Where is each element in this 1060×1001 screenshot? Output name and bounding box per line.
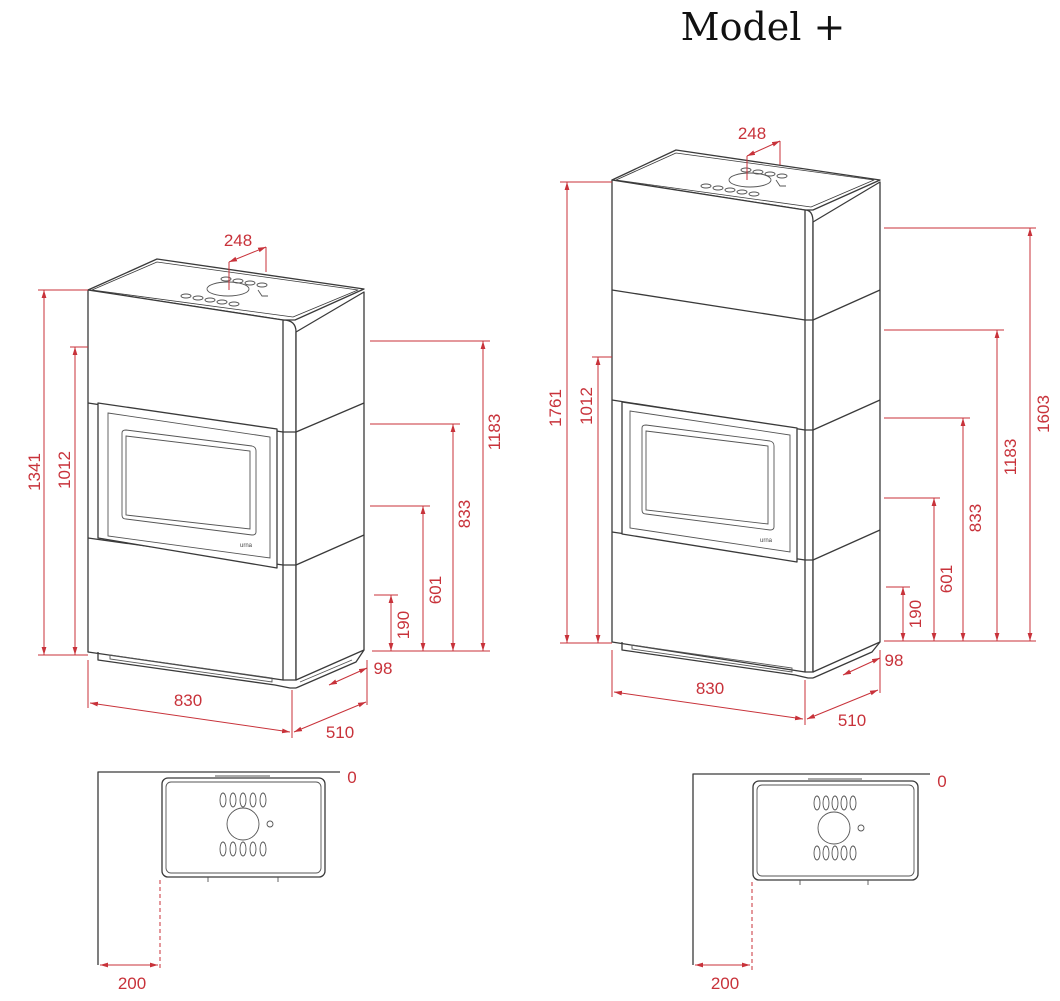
dim-side-height: 1012 [55, 451, 74, 489]
dim-height-833: 833 [455, 500, 474, 528]
dim-flue-offset: 248 [738, 124, 766, 143]
plus-dimensions: 248 1761 1012 1603 1183 833 601 190 98 8… [546, 124, 1053, 730]
dim-height-1183: 1183 [1001, 439, 1020, 476]
dim-back-clearance: 0 [937, 772, 946, 791]
dim-base-offset: 98 [885, 651, 904, 670]
dim-side-clearance: 200 [118, 974, 146, 993]
dim-height-1183: 1183 [485, 414, 504, 451]
dim-depth: 510 [326, 723, 354, 742]
dim-total-height: 1341 [25, 453, 44, 491]
dim-side-clearance: 200 [711, 974, 739, 993]
dim-width: 830 [696, 679, 724, 698]
dim-height-601: 601 [426, 576, 445, 604]
dim-total-height: 1761 [546, 389, 565, 427]
dim-back-clearance: 0 [347, 768, 356, 787]
dim-base-offset: 98 [374, 659, 393, 678]
dim-side-height: 1012 [577, 387, 596, 425]
dim-flue-offset: 248 [224, 231, 252, 250]
brand-mark: urna [760, 538, 773, 544]
dim-height-190: 190 [394, 611, 413, 639]
dim-height-833: 833 [966, 504, 985, 532]
dim-height-190: 190 [906, 600, 925, 628]
dim-height-601: 601 [937, 565, 956, 593]
plus-stove-elevation: urna [611, 149, 881, 679]
standard-stove-plan: 0 200 [97, 768, 357, 993]
model-plus-title: Model + [681, 5, 846, 49]
dim-depth: 510 [838, 711, 866, 730]
standard-stove-elevation: urna [87, 258, 365, 689]
plus-stove-plan: 0 200 [692, 772, 947, 993]
dim-height-1603: 1603 [1034, 395, 1053, 433]
standard-dimensions: 248 1341 1012 1183 833 601 190 98 830 51… [25, 231, 504, 742]
dim-width: 830 [174, 691, 202, 710]
brand-mark: urna [240, 543, 253, 549]
